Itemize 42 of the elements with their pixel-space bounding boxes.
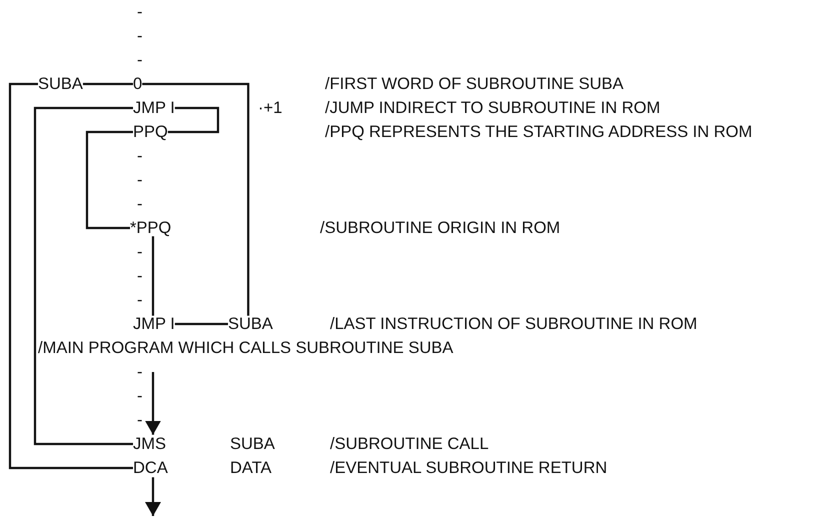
label-word: SUBA (38, 76, 83, 92)
ellipsis-dash: - (137, 196, 142, 212)
connector-line (142, 82, 250, 316)
ellipsis-dash: - (137, 148, 142, 164)
connector-line (82, 82, 133, 86)
ellipsis-dash: - (137, 244, 142, 260)
ellipsis-dash: - (137, 52, 142, 68)
ellipsis-dash: - (137, 28, 142, 44)
address-expression: ·+1 (258, 100, 282, 116)
ellipsis-dash: - (137, 364, 142, 380)
code-word: 0 (133, 76, 142, 92)
operand-word: DATA (230, 460, 272, 476)
code-word: SUBA (228, 316, 273, 332)
connector-line (8, 82, 133, 470)
connector-line (34, 106, 133, 446)
code-comment: /FIRST WORD OF SUBROUTINE SUBA (325, 76, 624, 92)
code-comment: /SUBROUTINE ORIGIN IN ROM (320, 220, 560, 236)
operand-word: SUBA (230, 436, 275, 452)
code-comment: /LAST INSTRUCTION OF SUBROUTINE IN ROM (330, 316, 698, 332)
ellipsis-dash: - (137, 292, 142, 308)
code-word: JMP I (133, 316, 175, 332)
code-comment: /JUMP INDIRECT TO SUBROUTINE IN ROM (325, 100, 660, 116)
code-word: *PPQ (130, 220, 172, 236)
arrow (145, 372, 161, 435)
ellipsis-dash: - (137, 172, 142, 188)
code-word: DCA (133, 460, 168, 476)
code-comment: /EVENTUAL SUBROUTINE RETURN (330, 460, 608, 476)
connector-line (152, 236, 154, 316)
connector-line (174, 322, 228, 326)
code-comment: /MAIN PROGRAM WHICH CALLS SUBROUTINE SUBA (38, 340, 454, 356)
code-comment: /SUBROUTINE CALL (330, 436, 489, 452)
ellipsis-dash: - (137, 388, 142, 404)
ellipsis-dash: - (137, 4, 142, 20)
code-word: PPQ (133, 124, 168, 140)
ellipsis-dash: - (137, 412, 142, 428)
connector-line (168, 106, 220, 134)
ellipsis-dash: - (137, 268, 142, 284)
code-word: JMS (133, 436, 166, 452)
arrow (145, 477, 161, 516)
code-comment: /PPQ REPRESENTS THE STARTING ADDRESS IN ROM (325, 124, 752, 140)
code-word: JMP I (133, 100, 175, 116)
connector-line (86, 130, 133, 230)
